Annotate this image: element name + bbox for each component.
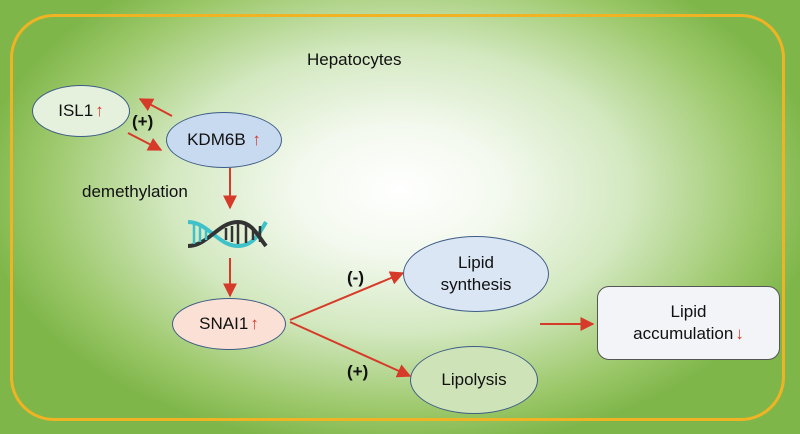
demethylation-label: demethylation [82,182,188,201]
isl1-label: ISL1 [58,101,94,120]
inhibit-label: (-) [347,268,364,287]
lipid-accumulation-line1: Lipid [670,302,707,321]
lipolysis-label: Lipolysis [441,370,507,389]
down-arrow-icon: ↓ [735,324,744,343]
isl1-node: ISL1↑ [32,85,130,137]
arrow-snai1-to-synthesis [289,271,405,321]
lipid-accumulation-box: Lipid accumulation↓ [597,286,780,360]
dna-icon [187,219,268,249]
lipid-accumulation-line2: accumulation [633,324,734,343]
snai1-node: SNAI1↑ [172,298,286,350]
cell-title: Hepatocytes [307,50,402,69]
arrow-kdm6b-to-isl1 [138,98,173,117]
positive-feedback-label: (+) [132,112,154,131]
lipid-synthesis-line2: synthesis [440,275,512,294]
lipid-synthesis-node: Lipid synthesis [403,236,549,312]
snai1-label: SNAI1 [199,314,249,333]
promote-label: (+) [347,362,369,381]
kdm6b-label: KDM6B [187,130,246,149]
arrow-isl1-to-kdm6b [127,132,163,151]
hepatocyte-cell-border [10,14,785,421]
lipid-synthesis-line1: Lipid [458,253,494,272]
kdm6b-node: KDM6B ↑ [166,112,282,168]
up-arrow-icon: ↑ [250,314,259,333]
arrow-snai1-to-lipolysis [289,321,412,378]
lipolysis-node: Lipolysis [410,346,538,414]
up-arrow-icon: ↑ [95,101,104,120]
up-arrow-icon: ↑ [252,130,261,149]
